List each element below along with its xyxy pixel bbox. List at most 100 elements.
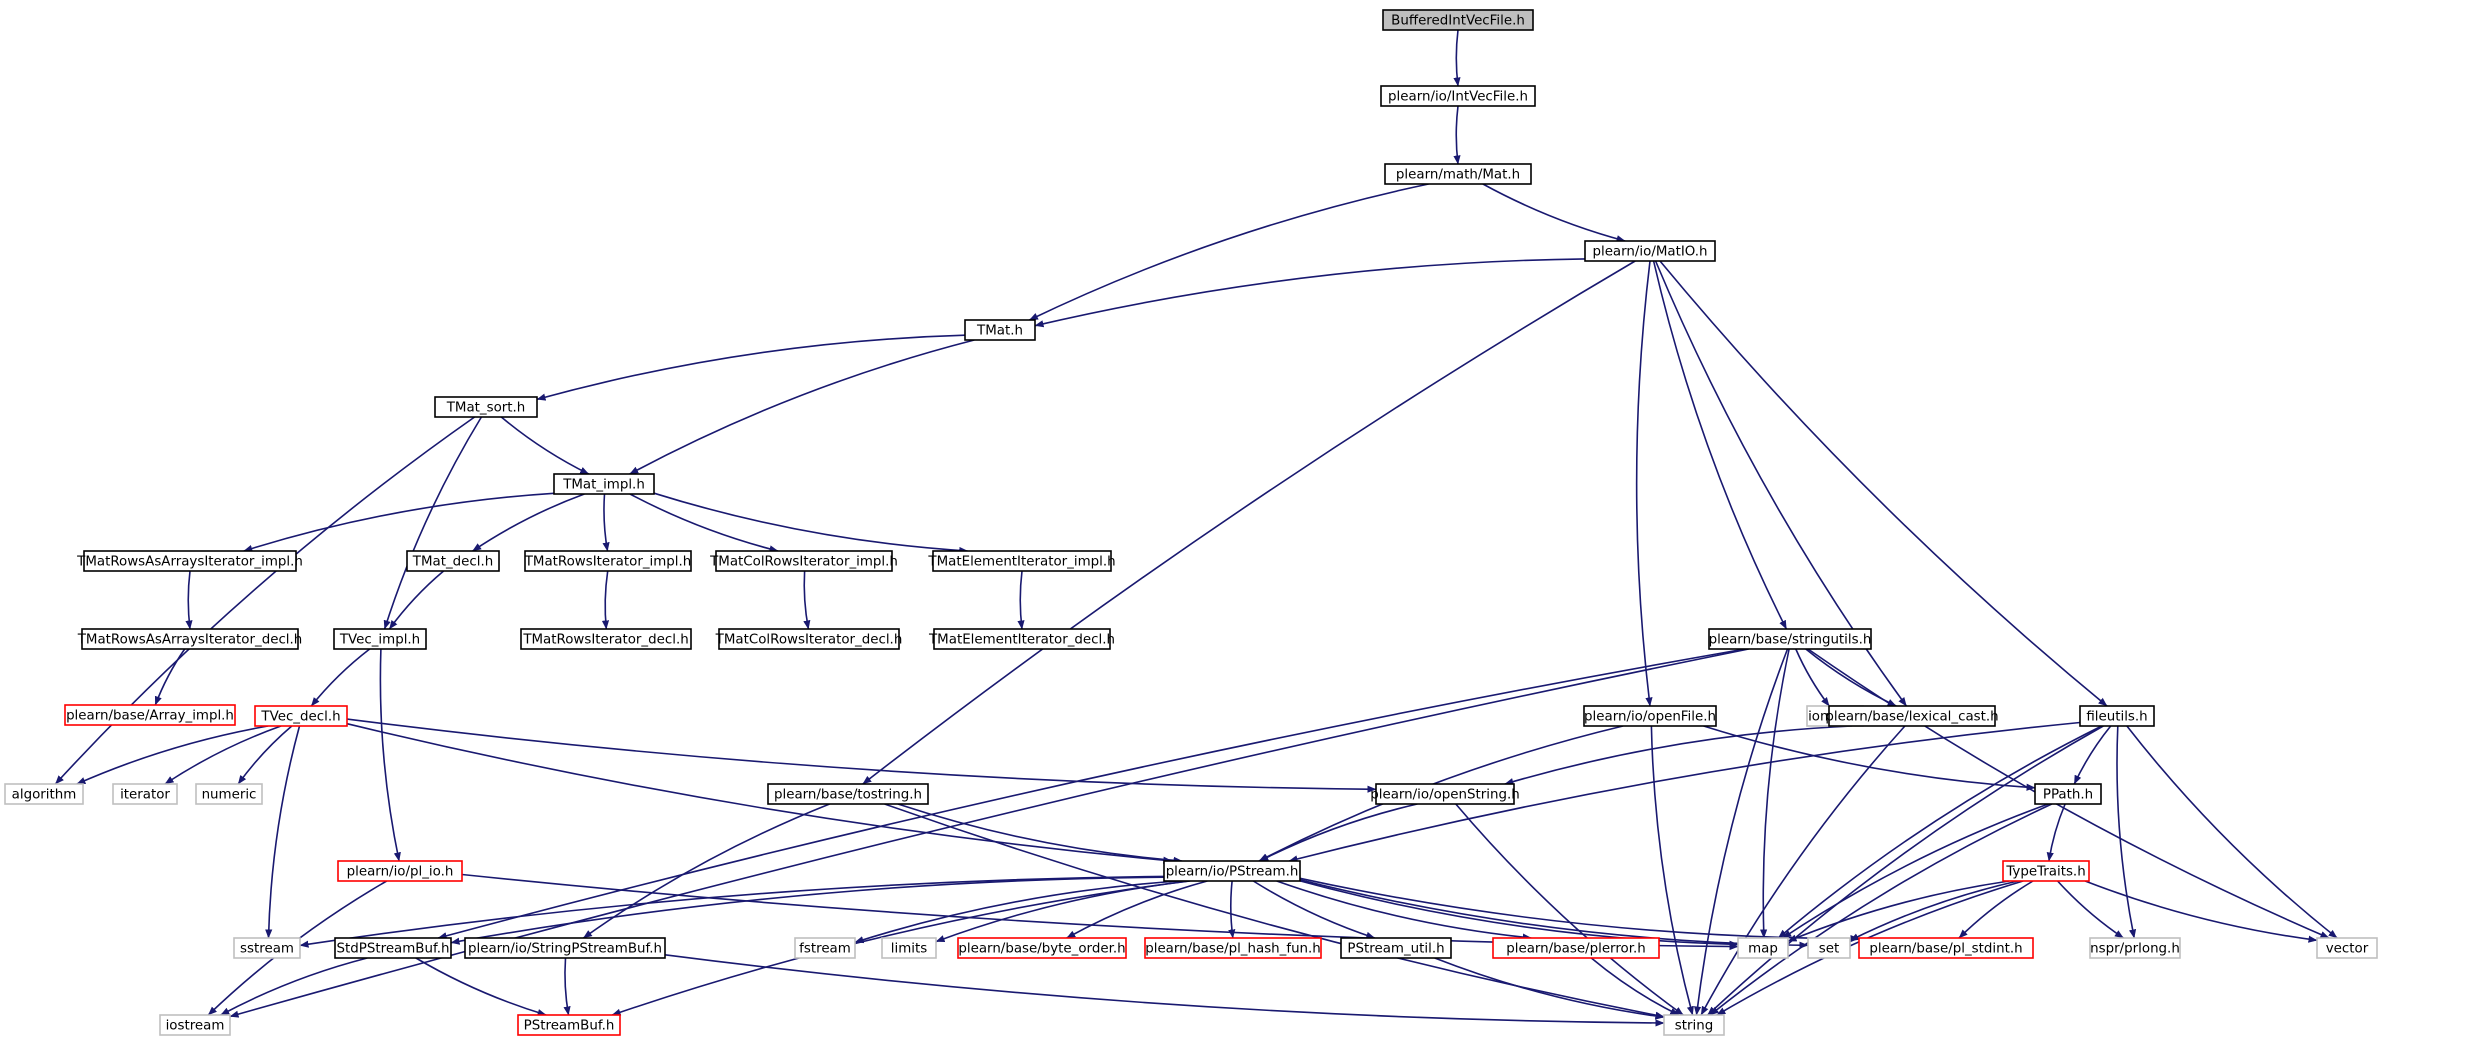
edge-line <box>220 957 368 1016</box>
node-box <box>83 550 297 572</box>
edge-line <box>897 803 1183 864</box>
node-rowsiter-impl[interactable]: TMatRowsIterator_impl.h <box>524 550 692 572</box>
node-label: plearn/base/stringutils.h <box>1709 633 1872 648</box>
edge-line <box>1659 260 2108 707</box>
node-mat[interactable]: plearn/math/Mat.h <box>1384 163 1532 185</box>
edge-line <box>653 492 969 555</box>
edge-fileutils-to-vector <box>2126 725 2338 939</box>
node-lexical-cast[interactable]: plearn/base/lexical_cast.h <box>1825 705 1999 727</box>
edge-pstream-to-stdpstreambuf <box>450 876 1165 945</box>
edge-line <box>310 648 371 707</box>
node-pl-hash-fun[interactable]: plearn/base/pl_hash_fun.h <box>1144 937 1322 959</box>
node-tmat-sort[interactable]: TMat_sort.h <box>434 396 538 418</box>
node-prlong[interactable]: nspr/prlong.h <box>2089 937 2181 959</box>
node-label: numeric <box>202 788 257 803</box>
node-colrows-decl[interactable]: TMatColRowsIterator_decl.h <box>715 628 903 650</box>
edge-line <box>472 493 585 552</box>
node-label: iostream <box>166 1019 225 1034</box>
edge-stringpstreambuf-to-string <box>664 954 1665 1027</box>
node-tmat-decl[interactable]: TMat_decl.h <box>406 550 500 572</box>
node-box <box>1858 937 2034 959</box>
node-iterator[interactable]: iterator <box>112 783 178 805</box>
node-rowsasarrays-impl[interactable]: TMatRowsAsArraysIterator_impl.h <box>76 550 303 572</box>
node-label: TMatRowsAsArraysIterator_impl.h <box>76 555 303 570</box>
node-box <box>932 550 1112 572</box>
edge-fileutils-to-string <box>1707 725 2104 1016</box>
node-label: plearn/io/pl_io.h <box>347 865 454 880</box>
node-tvec-decl[interactable]: TVec_decl.h <box>254 705 348 727</box>
edge-tostring-to-pstream <box>897 803 1183 864</box>
edge-openfile-to-string <box>1650 725 1694 1016</box>
node-map[interactable]: map <box>1737 937 1789 959</box>
node-box <box>520 628 692 650</box>
edge-pstream-to-limits <box>935 880 1191 943</box>
edge-line <box>1590 957 1680 1016</box>
edge-mat-to-tmat <box>1028 183 1429 321</box>
edge-stringutils-to-map <box>1760 648 1790 939</box>
node-sstream[interactable]: sstream <box>233 937 301 959</box>
edge-pstream-to-pstream_util <box>1252 880 1376 939</box>
node-tmat-impl[interactable]: TMat_impl.h <box>553 473 655 495</box>
node-pl-stdint[interactable]: plearn/base/pl_stdint.h <box>1858 937 2034 959</box>
node-plerror[interactable]: plearn/base/plerror.h <box>1492 937 1660 959</box>
node-intvecfile[interactable]: plearn/io/IntVecFile.h <box>1380 85 1536 107</box>
edge-pstream-to-pl_stdint <box>1299 877 1860 943</box>
node-openfile[interactable]: plearn/io/openFile.h <box>1583 705 1717 727</box>
node-openstring[interactable]: plearn/io/openString.h <box>1370 783 1520 805</box>
node-box <box>794 937 856 959</box>
edge-line <box>862 260 1636 785</box>
edge-line <box>2057 880 2124 939</box>
node-array-impl[interactable]: plearn/base/Array_impl.h <box>64 704 236 726</box>
node-stringpstreambuf[interactable]: plearn/io/StringPStreamBuf.h <box>464 937 666 959</box>
node-pstream[interactable]: plearn/io/PStream.h <box>1163 860 1301 882</box>
node-label: TVec_decl.h <box>260 710 340 725</box>
node-algorithm[interactable]: algorithm <box>4 783 84 805</box>
node-tostring[interactable]: plearn/base/tostring.h <box>767 783 929 805</box>
node-string[interactable]: string <box>1663 1014 1725 1036</box>
node-colrows-impl[interactable]: TMatColRowsIterator_impl.h <box>709 550 898 572</box>
edge-line <box>664 954 1665 1027</box>
node-rowsasarrays-decl[interactable]: TMatRowsAsArraysIterator_decl.h <box>77 628 303 650</box>
edge-line <box>1453 29 1461 87</box>
node-fileutils[interactable]: fileutils.h <box>2079 705 2155 727</box>
node-elemiter-decl[interactable]: TMatElementIterator_decl.h <box>928 628 1115 650</box>
node-box <box>1375 783 1515 805</box>
node-stdpstreambuf[interactable]: StdPStreamBuf.h <box>334 937 452 959</box>
node-vector[interactable]: vector <box>2316 937 2378 959</box>
edge-tvec_impl-to-pl_io <box>379 648 401 862</box>
node-pl-io[interactable]: plearn/io/pl_io.h <box>337 860 463 882</box>
node-label: plearn/math/Mat.h <box>1396 168 1520 183</box>
node-typetraits[interactable]: TypeTraits.h <box>2002 860 2090 882</box>
edge-line <box>582 803 830 939</box>
edge-tvec_decl-to-numeric <box>237 725 293 785</box>
node-label: TMat_impl.h <box>562 478 645 493</box>
node-label: TVec_impl.h <box>339 633 420 648</box>
edge-line <box>1958 880 2034 939</box>
node-ppath[interactable]: PPath.h <box>2034 783 2102 805</box>
node-elemiter-impl[interactable]: TMatElementIterator_impl.h <box>927 550 1116 572</box>
edge-pstream-to-plerror <box>1276 880 1532 941</box>
node-tmat[interactable]: TMat.h <box>964 319 1036 341</box>
node-iostream[interactable]: iostream <box>159 1014 231 1036</box>
node-box <box>881 937 937 959</box>
node-pstream-util[interactable]: PStream_util.h <box>1340 937 1452 959</box>
node-fstream[interactable]: fstream <box>794 937 856 959</box>
node-pstreambuf[interactable]: PStreamBuf.h <box>517 1014 621 1036</box>
node-label: fstream <box>799 942 851 957</box>
node-rowsiter-decl[interactable]: TMatRowsIterator_decl.h <box>520 628 692 650</box>
edge-line <box>383 416 483 630</box>
node-label: plearn/io/MatIO.h <box>1592 245 1707 260</box>
node-label: iterator <box>120 788 170 803</box>
node-stringutils[interactable]: plearn/base/stringutils.h <box>1708 628 1872 650</box>
node-matio[interactable]: plearn/io/MatIO.h <box>1584 240 1716 262</box>
edge-line <box>1777 725 2103 939</box>
node-tvec-impl[interactable]: TVec_impl.h <box>333 628 427 650</box>
node-limits[interactable]: limits <box>881 937 937 959</box>
edge-line <box>1652 260 1788 630</box>
node-set[interactable]: set <box>1807 937 1851 959</box>
edge-elemiter_impl-to-elemiter_decl <box>1017 570 1025 630</box>
node-root[interactable]: BufferedIntVecFile.h <box>1382 9 1534 31</box>
node-numeric[interactable]: numeric <box>195 783 263 805</box>
node-byte-order[interactable]: plearn/base/byte_order.h <box>957 937 1127 959</box>
nodes-layer: BufferedIntVecFile.h plearn/io/IntVecFile… <box>4 9 2378 1036</box>
